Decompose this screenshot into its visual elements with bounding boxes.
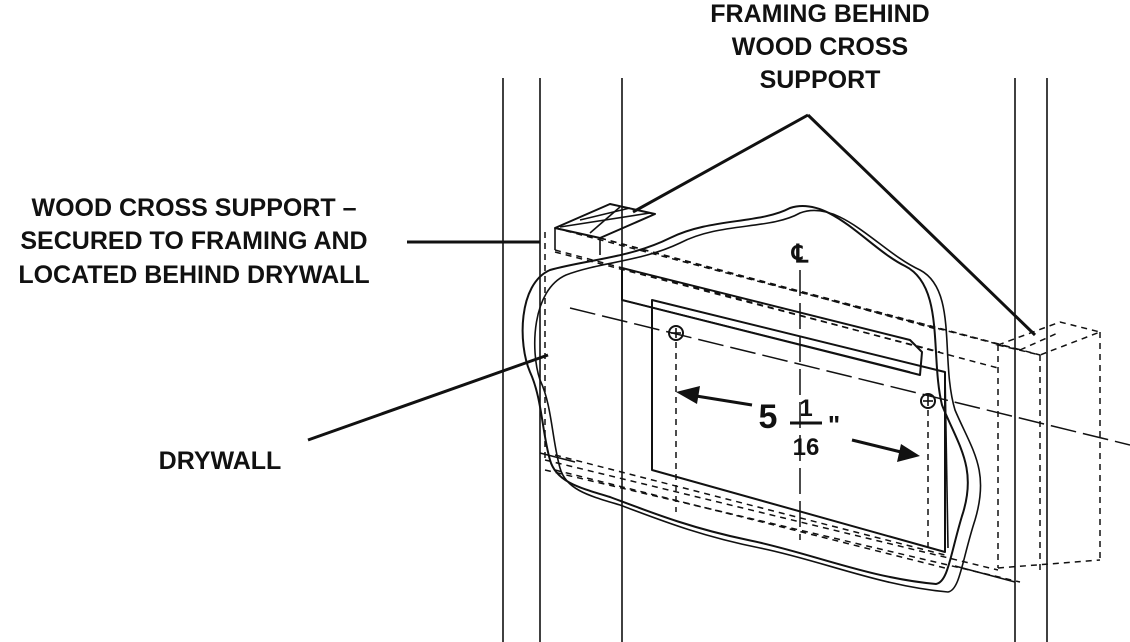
label-framing-behind-line-2: WOOD CROSS [732, 33, 908, 61]
right-framing-block [995, 321, 1103, 572]
screw-hole-left [668, 325, 684, 341]
label-wood-cross-support-line-2: SECURED TO FRAMING AND [20, 227, 367, 255]
drywall-patch [521, 205, 969, 585]
label-wood-cross-support: WOOD CROSS SUPPORT – SECURED TO FRAMING … [18, 194, 369, 289]
screw-hole-right [920, 393, 936, 409]
mounting-bracket [621, 267, 949, 553]
hidden-beam-over-drywall [554, 237, 1130, 569]
cross-support-top-block [554, 203, 656, 255]
drywall-edge [533, 209, 982, 593]
right-stud [1014, 78, 1048, 642]
dimension-label: 5 1 16 " [759, 395, 841, 461]
dimension-arrow-right [851, 438, 920, 462]
label-framing-behind-line-1: FRAMING BEHIND [710, 0, 929, 28]
dimension-numerator: 1 [799, 395, 812, 422]
label-framing-behind-line-3: SUPPORT [760, 66, 881, 94]
centerline-symbol: ℄ [791, 240, 809, 268]
dimension-whole: 5 [759, 398, 778, 436]
dimension-unit: " [828, 410, 840, 440]
leader-framing-behind [632, 113, 1037, 337]
dimension-arrow-left [676, 386, 753, 407]
dimension-denominator: 16 [793, 434, 820, 461]
label-framing-behind: FRAMING BEHIND WOOD CROSS SUPPORT [710, 0, 929, 94]
label-wood-cross-support-line-1: WOOD CROSS SUPPORT – [31, 194, 356, 222]
label-drywall: DRYWALL [159, 447, 282, 475]
left-stud [502, 78, 623, 642]
leader-drywall [307, 353, 549, 442]
label-wood-cross-support-line-3: LOCATED BEHIND DRYWALL [18, 261, 369, 289]
